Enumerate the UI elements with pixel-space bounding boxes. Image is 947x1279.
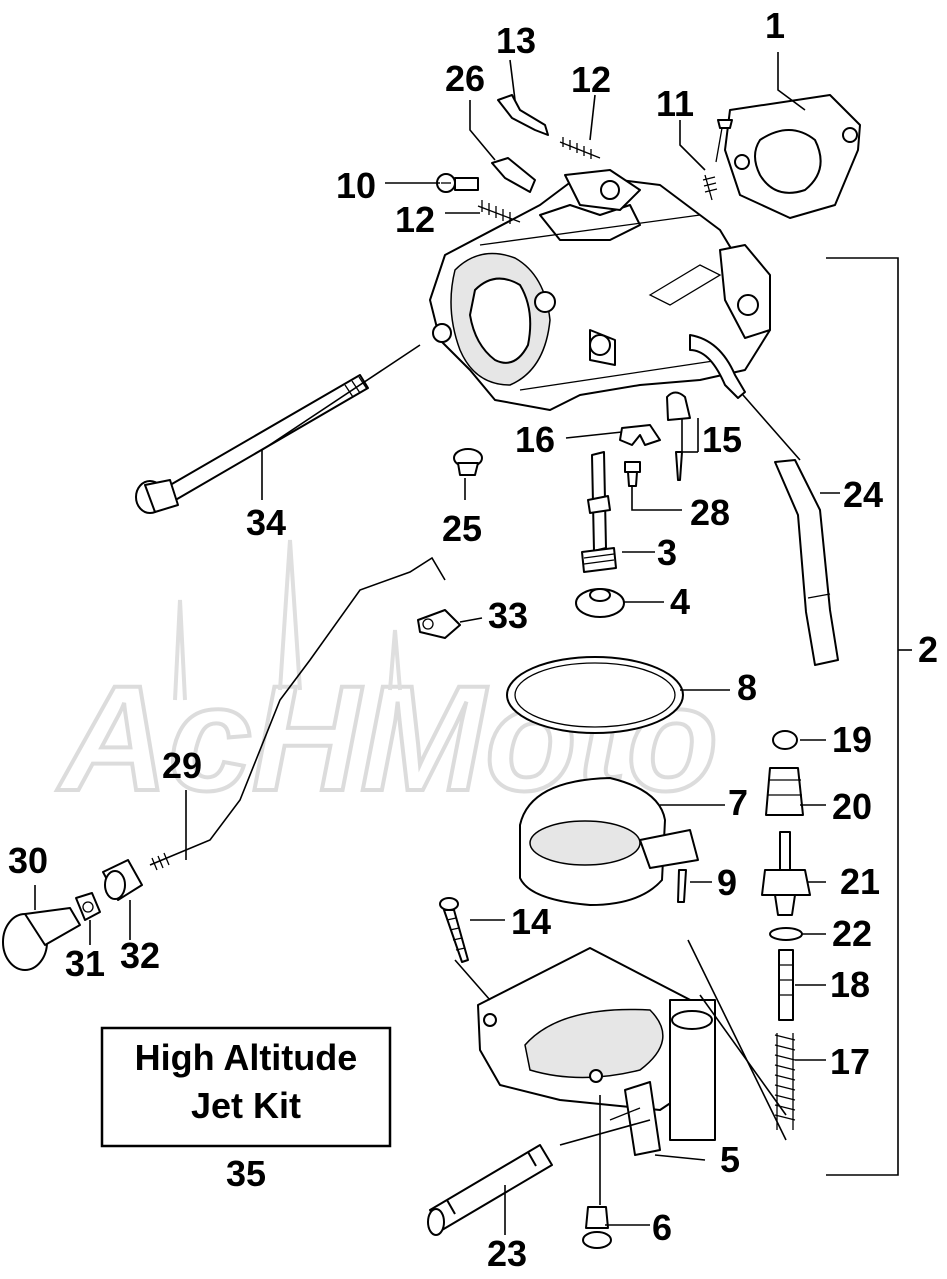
callout-1: 1 — [765, 5, 785, 46]
part-24-hose — [774, 459, 839, 666]
callout-25: 25 — [442, 508, 482, 549]
part-9-pin — [677, 869, 687, 903]
callout-31: 31 — [65, 943, 105, 984]
callouts: 1 2 3 4 5 6 7 8 9 10 11 12 12 13 14 15 1… — [8, 5, 938, 1274]
part-5-bracket — [609, 1081, 661, 1156]
callout-20: 20 — [832, 786, 872, 827]
high-altitude-jet-kit-box: High Altitude Jet Kit 35 — [100, 1026, 392, 1194]
callout-7: 7 — [728, 782, 748, 823]
part-6-screw — [582, 1206, 612, 1249]
part-31-nut — [75, 892, 101, 921]
callout-23: 23 — [487, 1233, 527, 1274]
part-28-screw — [624, 461, 641, 487]
callout-19: 19 — [832, 719, 872, 760]
callout-12-lower: 12 — [395, 199, 435, 240]
part-20-jet — [765, 767, 804, 816]
part-29-rod — [149, 556, 446, 871]
part-12-spring-lower — [477, 200, 521, 224]
part-34-bolt — [135, 374, 369, 514]
callout-13: 13 — [496, 20, 536, 61]
part-3-nozzle — [581, 451, 617, 573]
callout-22: 22 — [832, 913, 872, 954]
part-23-filter — [427, 1144, 553, 1236]
callout-16: 16 — [515, 419, 555, 460]
float-bowl — [477, 947, 716, 1141]
callout-9: 9 — [717, 862, 737, 903]
part-17-spring — [774, 1033, 796, 1130]
callout-2: 2 — [918, 629, 938, 670]
callout-15: 15 — [702, 419, 742, 460]
part-33-clip — [417, 609, 461, 639]
part-15-float-valve — [666, 391, 691, 481]
kit-title-line1: High Altitude — [135, 1037, 358, 1078]
part-18-needle — [778, 949, 794, 1021]
part-4-washer — [575, 588, 625, 618]
carburetor-body — [429, 169, 771, 411]
callout-35: 35 — [226, 1153, 266, 1194]
callout-34: 34 — [246, 502, 286, 543]
callout-33: 33 — [488, 595, 528, 636]
callout-21: 21 — [840, 861, 880, 902]
callout-4: 4 — [670, 581, 690, 622]
callout-32: 32 — [120, 935, 160, 976]
callout-29: 29 — [162, 745, 202, 786]
part-16-clip — [619, 424, 661, 446]
callout-12-upper: 12 — [571, 59, 611, 100]
part-21-valve — [761, 831, 811, 916]
part-19-plug — [772, 730, 798, 750]
part-11-spring — [702, 119, 733, 201]
part-30-knob — [2, 907, 81, 971]
part-7-float — [519, 777, 699, 906]
part-32-bushing — [102, 859, 143, 901]
callout-14: 14 — [511, 901, 551, 942]
callout-18: 18 — [830, 964, 870, 1005]
callout-24: 24 — [843, 474, 883, 515]
part-14-screw — [439, 897, 469, 963]
callout-5: 5 — [720, 1139, 740, 1180]
part-1-gasket — [724, 94, 861, 219]
callout-6: 6 — [652, 1207, 672, 1248]
callout-11: 11 — [656, 83, 694, 124]
part-26-screw — [491, 157, 536, 193]
leader-lines — [34, 52, 912, 1235]
part-10-screw — [436, 173, 479, 193]
part-12-spring-upper — [559, 137, 601, 159]
part-8-ring — [506, 656, 684, 734]
callout-28: 28 — [690, 492, 730, 533]
callout-3: 3 — [657, 532, 677, 573]
callout-30: 30 — [8, 840, 48, 881]
callout-17: 17 — [830, 1041, 870, 1082]
callout-26: 26 — [445, 58, 485, 99]
part-25-screw — [453, 448, 483, 476]
kit-title-line2: Jet Kit — [191, 1085, 301, 1126]
part-22-oring — [769, 927, 803, 941]
part-13-screw — [497, 94, 549, 136]
callout-10: 10 — [336, 165, 376, 206]
callout-8: 8 — [737, 667, 757, 708]
